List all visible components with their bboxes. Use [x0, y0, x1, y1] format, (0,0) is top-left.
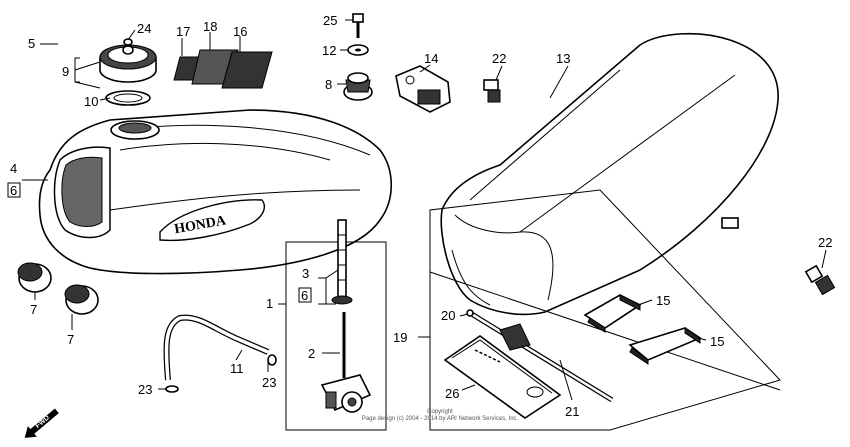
- label-24: 24: [137, 21, 151, 36]
- label-23a: 23: [138, 382, 152, 397]
- label-10: 10: [84, 94, 98, 109]
- label-8: 8: [325, 77, 332, 92]
- fuel-cock: [320, 312, 372, 413]
- label-6-box-a: [7, 182, 21, 198]
- rubber-mount-8: [343, 72, 373, 101]
- label-22b: 22: [818, 235, 832, 250]
- seat-rubber-15b: [628, 327, 702, 365]
- label-22a: 22: [492, 51, 506, 66]
- label-20: 20: [441, 308, 455, 323]
- copyright-line-2: Page design (c) 2004 - 2014 by ARI Netwo…: [361, 416, 519, 422]
- label-15a: 15: [656, 293, 670, 308]
- fuel-tank: [38, 109, 392, 275]
- copyright-notice: Copyright Page design (c) 2004 - 2014 by…: [330, 409, 550, 423]
- label-1: 1: [266, 296, 273, 311]
- tank-stripe-16: [221, 51, 273, 89]
- label-11: 11: [230, 361, 244, 376]
- label-17: 17: [176, 24, 190, 39]
- label-5: 5: [28, 36, 35, 51]
- bolt-22-top: [483, 79, 501, 103]
- tube-clip-23b: [267, 354, 277, 366]
- bolt-22-right: [804, 264, 836, 296]
- seat-bracket-outer-box: [429, 189, 781, 431]
- label-6-box-b: [298, 287, 312, 303]
- fuel-tube: [164, 315, 269, 381]
- label-9: 9: [62, 64, 69, 79]
- tank-cushion-rear: [64, 284, 99, 315]
- label-12: 12: [322, 43, 336, 58]
- label-6b: 6: [301, 288, 308, 303]
- tank-cushion-front: [17, 262, 52, 293]
- label-23b: 23: [262, 375, 276, 390]
- seat: [440, 32, 779, 316]
- bolt-25: [352, 13, 364, 38]
- breather-tube: [5, 5, 142, 140]
- cap-gasket-inner: [113, 93, 143, 103]
- label-21: 21: [565, 404, 579, 419]
- tube-clip-23a: [165, 385, 179, 393]
- honda-emblem: HONDA: [159, 199, 266, 242]
- tool-bag: [443, 335, 562, 419]
- copyright-line-1: Copyright: [427, 409, 453, 415]
- callout-labels: 5 24 9 10 17 18 16 4 6 7 7 25 12 8 14 22…: [7, 13, 832, 419]
- label-6a: 6: [10, 183, 17, 198]
- fwd-arrow: FWD: [24, 408, 59, 438]
- fuel-cock-strainer: [331, 219, 353, 305]
- label-19: 19: [393, 330, 407, 345]
- hinge-bracket: [499, 323, 531, 351]
- label-3: 3: [302, 266, 309, 281]
- label-2: 2: [308, 346, 315, 361]
- clamp-14: [395, 65, 451, 113]
- seat-rubber-15a: [583, 294, 642, 333]
- label-13: 13: [556, 51, 570, 66]
- fuel-cock-group-box: [285, 241, 387, 431]
- label-7b: 7: [67, 332, 74, 347]
- washer-12-hole: [355, 48, 361, 52]
- leader-lines: [22, 19, 827, 401]
- hinge-pin: [466, 309, 614, 403]
- label-25: 25: [323, 13, 337, 28]
- fuel-cap: [99, 44, 157, 83]
- label-15b: 15: [710, 334, 724, 349]
- label-26: 26: [445, 386, 459, 401]
- seat-bracket: [721, 217, 739, 229]
- label-16: 16: [233, 24, 247, 39]
- label-14: 14: [424, 51, 438, 66]
- label-18: 18: [203, 19, 217, 34]
- label-4: 4: [10, 161, 17, 176]
- label-7a: 7: [30, 302, 37, 317]
